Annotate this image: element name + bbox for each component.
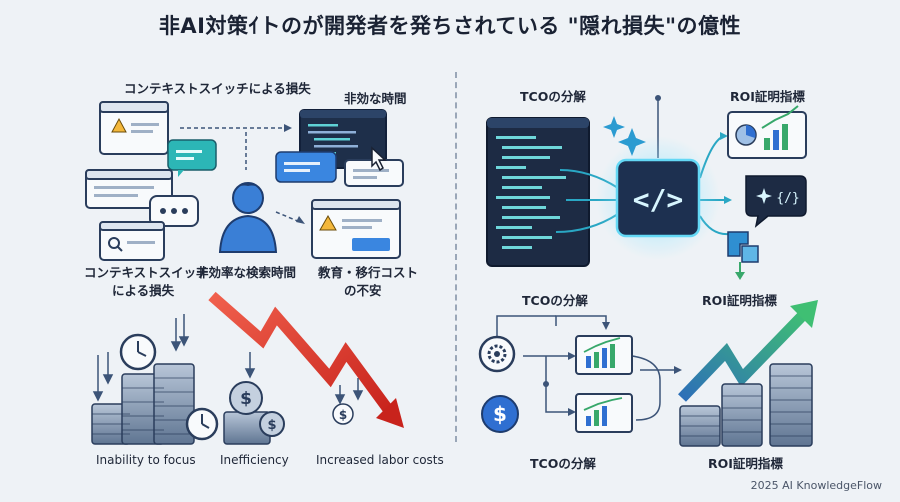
label-context-switch-bottom-1: コンテキストスイッチ <box>84 265 209 280</box>
puzzle-icon <box>727 231 759 263</box>
typing-bubble-icon <box>149 195 199 227</box>
svg-text:{/}: {/} <box>776 191 799 206</box>
message-window-icon <box>344 146 404 187</box>
label-tco-mid: TCOの分解 <box>522 293 588 308</box>
down-trend-arrow-icon <box>376 398 404 428</box>
label-roi-mid: ROI証明指標 <box>702 293 777 308</box>
warning-window-icon <box>99 101 169 155</box>
label-training-cost-1: 教育・移行コスト <box>318 265 419 280</box>
page-title: 非AI対策ｲトのが開発者を発ちされている "隠れ損失"の億性 <box>158 14 742 38</box>
label-search-time: 非効率な検索時間 <box>196 265 297 280</box>
section-divider <box>455 72 457 442</box>
search-window-icon <box>99 221 165 261</box>
label-wasted-time: 非効な時間 <box>344 91 407 106</box>
label-tco-bottom: TCOの分解 <box>530 456 596 471</box>
bar-chart-window-icon <box>575 335 633 375</box>
pie-chart-window-icon <box>727 105 807 159</box>
dollar-coin-small-icon: $ <box>332 403 354 425</box>
warning-window-2-icon <box>311 199 401 259</box>
ai-chat-icon: {/} <box>745 175 807 228</box>
svg-text:$: $ <box>493 402 507 426</box>
chat-bubble-blue-icon <box>275 151 337 183</box>
code-panel-icon <box>486 117 590 267</box>
label-roi-top: ROI証明指標 <box>730 89 805 104</box>
dollar-circle-icon: $ <box>481 395 519 433</box>
caption-increased-labor-costs: Increased labor costs <box>316 453 444 467</box>
developer-avatar-icon <box>218 182 278 253</box>
svg-text:</>: </> <box>633 183 684 216</box>
sparkle-icon <box>603 116 646 156</box>
clock-icon <box>119 333 157 371</box>
bar-chart-window-2-icon <box>575 393 633 433</box>
svg-text:$: $ <box>267 418 276 433</box>
caption-inability-to-focus: Inability to focus <box>96 453 196 467</box>
label-roi-bottom: ROI証明指標 <box>708 456 783 471</box>
coin-stack-left <box>91 363 195 445</box>
label-context-switch-top: コンテキストスイッチによる損失 <box>124 81 311 96</box>
caption-inefficiency: Inefficiency <box>220 453 289 467</box>
label-tco-top: TCOの分解 <box>520 89 586 104</box>
footer-credit: 2025 AI KnowledgeFlow <box>750 479 882 492</box>
svg-text:$: $ <box>240 389 252 409</box>
clock-small-icon <box>185 407 219 441</box>
label-training-cost-2: の不安 <box>344 283 382 298</box>
gear-icon <box>478 335 516 373</box>
label-context-switch-bottom-2: による損失 <box>112 283 175 298</box>
dollar-coin-icon: $ $ <box>229 381 285 437</box>
svg-text:$: $ <box>339 408 347 422</box>
chat-bubble-icon <box>167 139 217 177</box>
code-tag-icon: </> <box>615 158 701 238</box>
up-trend-arrow-icon <box>790 300 818 328</box>
